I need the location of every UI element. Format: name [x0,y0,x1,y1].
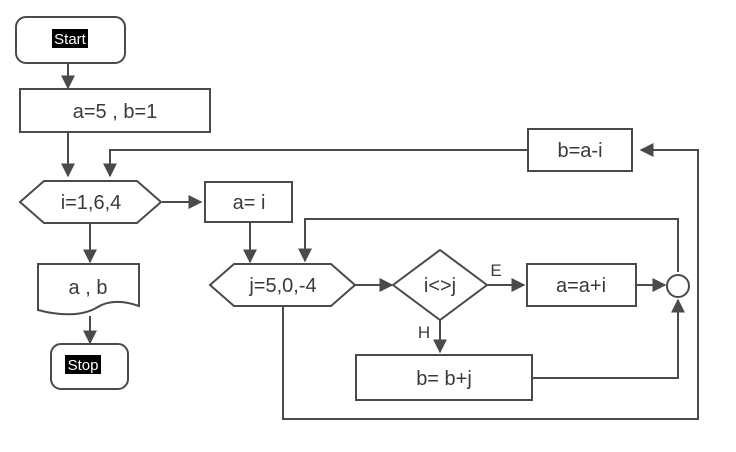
condition-no-label: H [418,323,430,342]
stop-tag-bg [65,355,101,374]
output-label: a , b [69,277,108,299]
outer-loop-label: i=1,6,4 [61,192,122,214]
condition-yes-label: E [490,261,501,280]
init-label: a=5 , b=1 [73,101,158,123]
connector-circle [666,274,690,298]
stop-label: Stop [68,357,99,374]
init-process [19,88,211,133]
arrow-addj-connector [532,298,685,379]
arrow-sub-loop [103,149,527,178]
add-j-label: b= b+j [416,368,472,390]
add-j-process [355,354,533,401]
condition-diamond [391,248,489,322]
sub-process [527,128,633,172]
sub-label: b=a-i [557,140,602,162]
assign-a-label: a= i [233,192,266,214]
outer-loop-hexagon [18,180,163,224]
arrow-connector-inner [298,218,679,272]
add-i-process [526,263,637,307]
start-label: Start [54,31,87,48]
condition-label: i<>j [424,275,456,297]
inner-loop-hexagon [208,263,357,307]
add-i-label: a=a+i [556,275,606,297]
assign-a-process [204,181,293,223]
start-tag-bg [52,29,88,48]
stop-terminal [50,343,129,390]
output-document [37,263,140,316]
arrow-inner-exit [282,143,699,420]
inner-loop-label: j=5,0,-4 [248,275,316,297]
start-terminal [15,16,126,64]
